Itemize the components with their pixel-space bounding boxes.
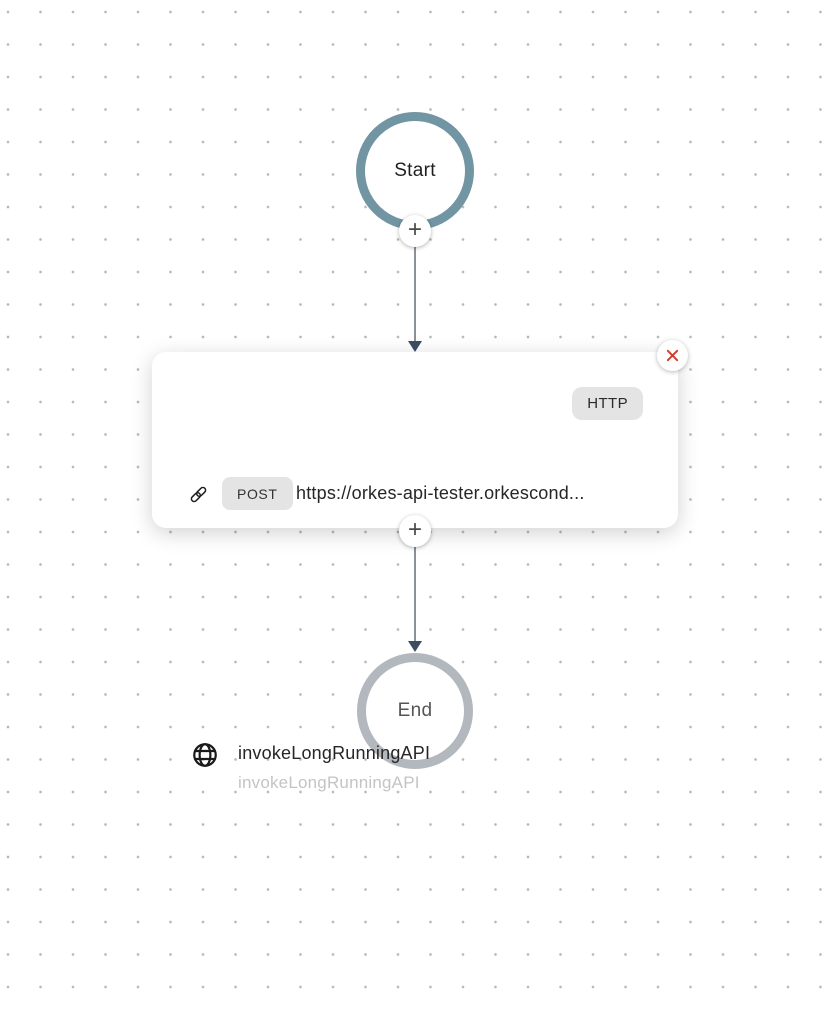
remove-task-button[interactable]	[657, 340, 688, 371]
task-card-http[interactable]: invokeLongRunningAPI invokeLongRunningAP…	[152, 352, 678, 792]
add-task-button-top[interactable]: +	[399, 215, 431, 247]
http-method-badge: POST	[222, 477, 293, 510]
start-node-label: Start	[394, 160, 436, 181]
edge-task-to-end	[414, 547, 416, 641]
end-node-label: End	[397, 700, 433, 721]
task-reference-name: invokeLongRunningAPI	[238, 773, 420, 792]
plus-icon: +	[407, 516, 422, 543]
task-name: invokeLongRunningAPI	[238, 743, 431, 763]
end-node[interactable]: End	[357, 653, 473, 769]
arrowhead-icon	[408, 341, 422, 352]
plus-icon: +	[407, 216, 422, 243]
close-icon	[664, 347, 681, 364]
link-icon	[189, 485, 208, 504]
task-type-badge: HTTP	[572, 387, 643, 420]
add-task-button-bottom[interactable]: +	[399, 515, 431, 547]
edge-start-to-task	[414, 247, 416, 341]
arrowhead-icon	[408, 641, 422, 652]
globe-icon	[191, 741, 219, 769]
task-url: https://orkes-api-tester.orkescond...	[296, 483, 585, 503]
start-node[interactable]: Start	[356, 112, 474, 230]
